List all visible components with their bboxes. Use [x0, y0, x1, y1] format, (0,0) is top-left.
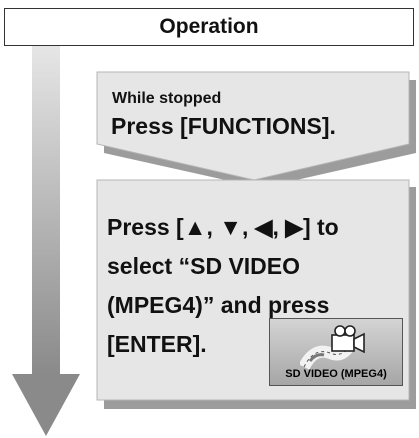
step2-line: select “SD VIDEO	[107, 253, 301, 279]
operation-header: Operation	[4, 8, 414, 46]
step2-line: [ENTER].	[107, 331, 207, 357]
step1-box	[96, 71, 416, 188]
step2-instruction: Press [▲, ▼, ◀, ▶] to select “SD VIDEO (…	[107, 208, 407, 364]
camcorder-film-icon	[300, 325, 365, 370]
step2-line: (MPEG4)” and press	[107, 292, 330, 318]
step2-line: Press [▲, ▼, ◀, ▶] to	[107, 214, 339, 240]
step1-instruction: Press [FUNCTIONS].	[111, 113, 336, 139]
operation-title: Operation	[159, 15, 259, 38]
step1-condition: While stopped	[112, 90, 222, 107]
sd-video-mpeg4-icon: SD VIDEO (MPEG4)	[269, 318, 403, 386]
sd-video-mpeg4-label: SD VIDEO (MPEG4)	[285, 368, 387, 380]
